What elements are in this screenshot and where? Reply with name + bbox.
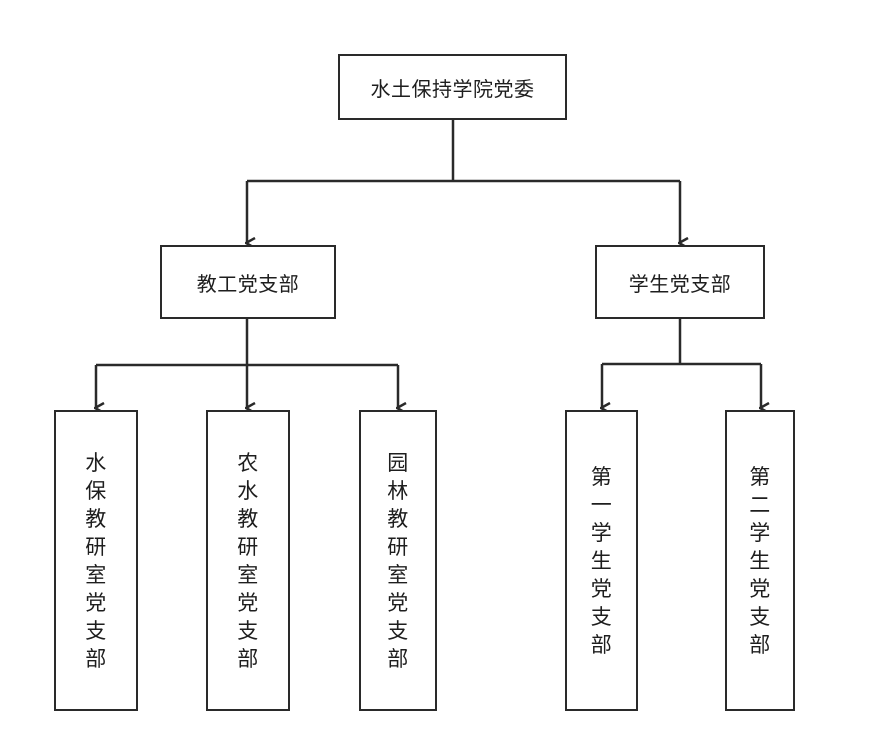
leaf-node-label: 第一学生党支部 [590,464,613,657]
leaf-node-student-second: 第二学生党支部 [725,410,795,711]
leaf-node-label: 农水教研室党支部 [237,450,259,671]
leaf-node-label: 园林教研室党支部 [387,450,409,671]
leaf-node-landscape: 园林教研室党支部 [359,410,437,711]
leaf-node-label: 第二学生党支部 [749,464,771,657]
branch-node-staff: 教工党支部 [160,245,336,319]
leaf-node-label: 水保教研室党支部 [85,450,107,671]
branch-node-student-label: 学生党支部 [628,271,732,296]
leaf-node-water-conservation: 水保教研室党支部 [54,410,138,711]
leaf-node-student-first: 第一学生党支部 [565,410,638,711]
root-node-box: 水土保持学院党委 [338,54,567,120]
branch-node-student: 学生党支部 [595,245,765,319]
root-node-label: 水土保持学院党委 [370,76,535,101]
leaf-node-agri-water: 农水教研室党支部 [206,410,290,711]
branch-node-staff-label: 教工党支部 [196,271,300,296]
